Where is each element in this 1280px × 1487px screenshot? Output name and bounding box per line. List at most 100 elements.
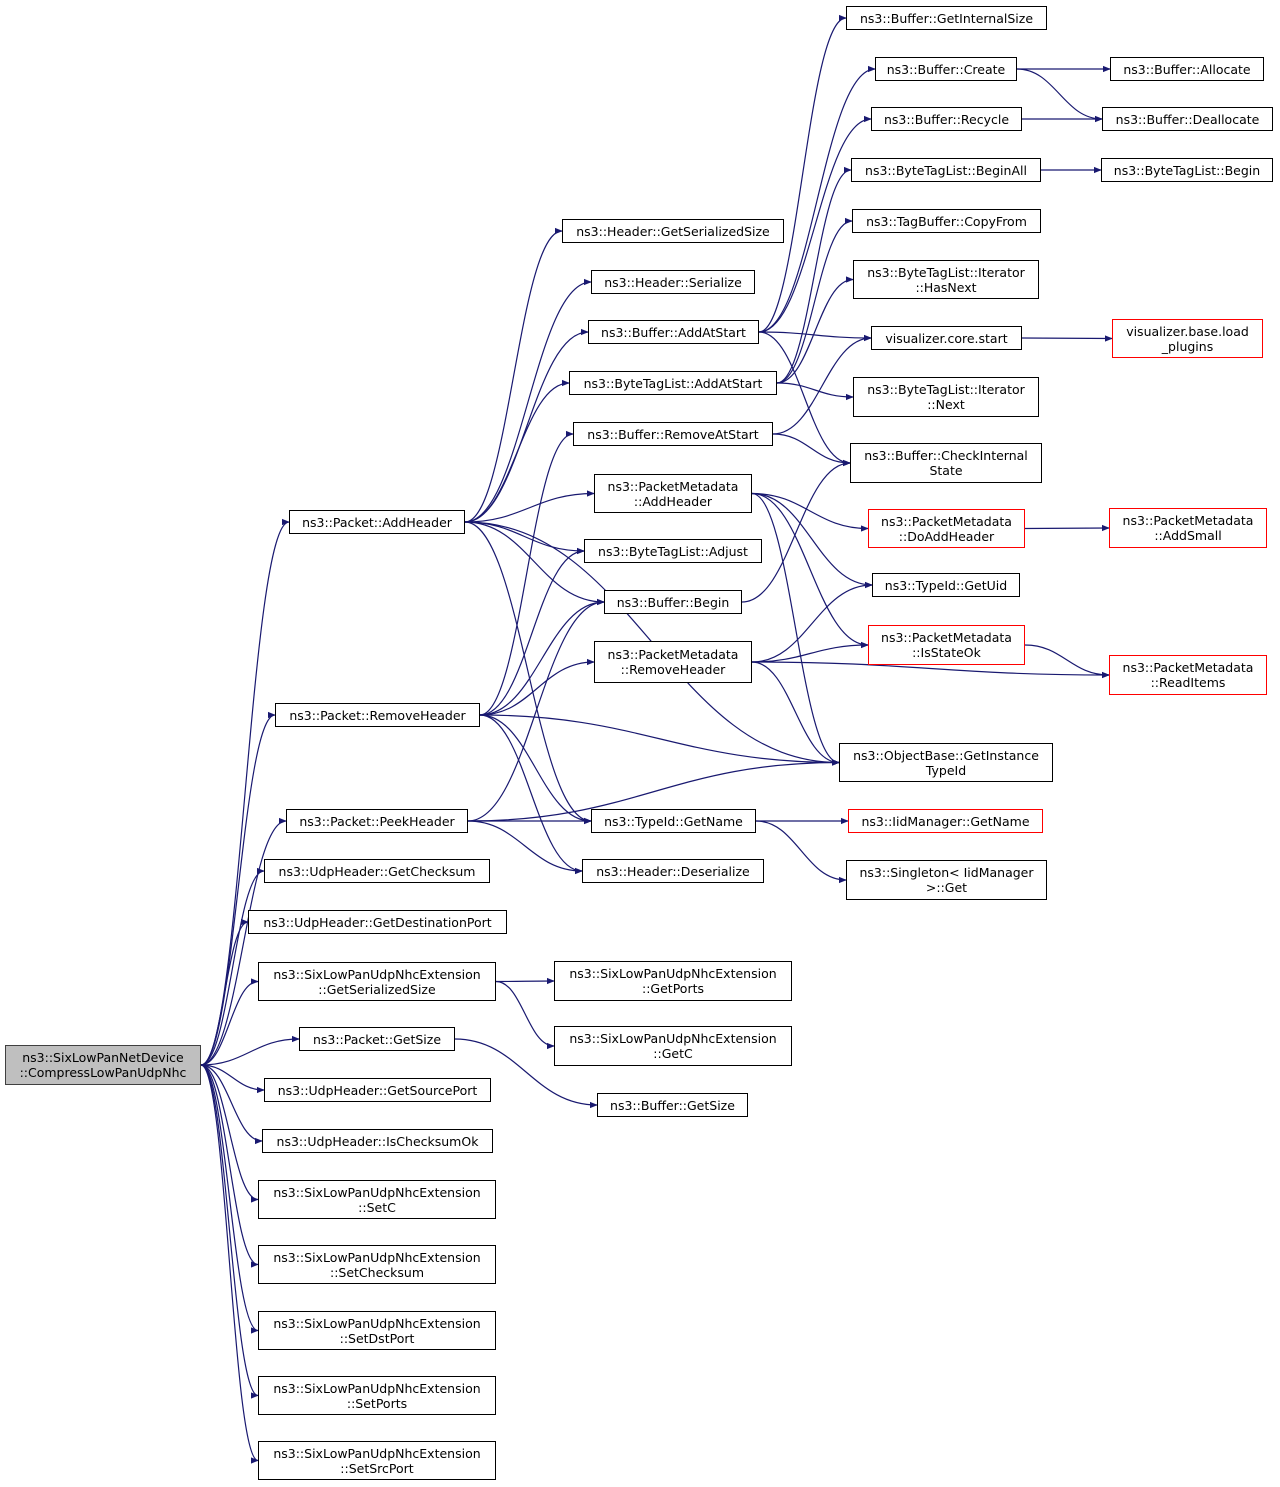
node-label-line: ns3::SixLowPanUdpNhcExtension	[273, 1445, 481, 1461]
node-label-line: ns3::Buffer::Deallocate	[1115, 111, 1260, 127]
node-buffer-allocate[interactable]: ns3::Buffer::Allocate	[1110, 57, 1264, 81]
node-label-line: ::ReadItems	[1150, 675, 1226, 690]
node-packetmetadata-addsmall[interactable]: ns3::PacketMetadata::AddSmall	[1109, 508, 1267, 548]
node-label-line: ns3::Packet::PeekHeader	[299, 813, 455, 829]
node-label-line: ns3::PacketMetadata	[607, 478, 739, 494]
node-label-line: ns3::PacketMetadata	[607, 647, 739, 662]
node-label-line: ns3::TypeId::GetName	[604, 813, 743, 829]
edge-packet_getsize-to-buffer_getsize	[454, 1038, 598, 1109]
node-packetmetadata-isstateok[interactable]: ns3::PacketMetadata::IsStateOk	[868, 625, 1025, 665]
node-packet-peekheader[interactable]: ns3::Packet::PeekHeader	[286, 809, 468, 833]
node-typeid-getuid[interactable]: ns3::TypeId::GetUid	[872, 573, 1020, 597]
node-udpheader-getsourceport[interactable]: ns3::UdpHeader::GetSourcePort	[264, 1078, 491, 1102]
node-udpheader-getchecksum[interactable]: ns3::UdpHeader::GetChecksum	[264, 859, 490, 883]
node-buffer-begin[interactable]: ns3::Buffer::Begin	[604, 590, 742, 614]
node-buffer-create[interactable]: ns3::Buffer::Create	[875, 57, 1017, 81]
edge-root-to-packet_removeheader	[200, 711, 276, 1066]
node-udpheader-getdestinationport[interactable]: ns3::UdpHeader::GetDestinationPort	[248, 910, 507, 934]
node-label-line: ::IsStateOk	[912, 645, 981, 660]
edge-pm_isstateok-to-pm_readitems	[1024, 644, 1110, 679]
node-typeid-getname[interactable]: ns3::TypeId::GetName	[591, 809, 756, 833]
node-bytetaglist-begin[interactable]: ns3::ByteTagList::Begin	[1101, 158, 1273, 182]
node-buffer-deallocate[interactable]: ns3::Buffer::Deallocate	[1102, 107, 1273, 131]
edge-packet_removeheader-to-bytetaglist_adjust	[479, 547, 585, 716]
node-visualizer-core-start[interactable]: visualizer.core.start	[871, 326, 1022, 350]
node-bytetaglist-iterator-next[interactable]: ns3::ByteTagList::Iterator::Next	[853, 377, 1039, 417]
node-label-line: TypeId	[925, 762, 967, 778]
node-root-compress-lowpan-udp-nhc: ns3::SixLowPanNetDevice::CompressLowPanU…	[5, 1045, 201, 1085]
node-packet-addheader[interactable]: ns3::Packet::AddHeader	[289, 510, 465, 534]
node-label-line: ns3::TagBuffer::CopyFrom	[866, 213, 1027, 229]
node-nhc-setsrcport[interactable]: ns3::SixLowPanUdpNhcExtension::SetSrcPor…	[258, 1441, 496, 1480]
edge-buffer_addatstart-to-visualizer_core_start	[758, 331, 872, 342]
node-nhc-setc[interactable]: ns3::SixLowPanUdpNhcExtension::SetC	[258, 1180, 496, 1219]
node-nhc-getserializedsize[interactable]: ns3::SixLowPanUdpNhcExtension::GetSerial…	[258, 962, 496, 1001]
node-udpheader-ischecksumok[interactable]: ns3::UdpHeader::IsChecksumOk	[262, 1129, 493, 1153]
node-bytetaglist-iterator-hasnext[interactable]: ns3::ByteTagList::Iterator::HasNext	[853, 260, 1039, 299]
edge-bytetaglist_addatstart-to-iterator_hasnext	[776, 276, 854, 384]
edge-packet_removeheader-to-pm_removeheader	[479, 658, 595, 716]
node-packet-removeheader[interactable]: ns3::Packet::RemoveHeader	[275, 703, 480, 727]
node-nhc-getports[interactable]: ns3::SixLowPanUdpNhcExtension::GetPorts	[554, 961, 792, 1001]
node-packetmetadata-removeheader[interactable]: ns3::PacketMetadata::RemoveHeader	[594, 641, 752, 683]
edge-typeid_getname-to-singleton_get	[755, 820, 847, 884]
edge-packet_addheader-to-header_getserializedsize	[464, 227, 563, 523]
node-buffer-getinternalsize[interactable]: ns3::Buffer::GetInternalSize	[846, 6, 1047, 30]
node-header-getserializedsize[interactable]: ns3::Header::GetSerializedSize	[562, 219, 784, 243]
node-singleton-iidmanager-get[interactable]: ns3::Singleton< IidManager>::Get	[846, 860, 1047, 900]
node-header-deserialize[interactable]: ns3::Header::Deserialize	[582, 859, 764, 883]
node-label-line: ns3::UdpHeader::GetChecksum	[278, 863, 476, 879]
node-label-line: ns3::ByteTagList::AddAtStart	[583, 375, 763, 391]
edge-pm_addheader-to-typeid_getuid	[751, 492, 873, 589]
node-bytetaglist-adjust[interactable]: ns3::ByteTagList::Adjust	[584, 539, 762, 563]
node-label-line: ::AddHeader	[633, 493, 713, 509]
node-visualizer-base-load-plugins[interactable]: visualizer.base.load_plugins	[1112, 319, 1263, 358]
edge-bytetaglist_addatstart-to-tagbuffer_copyfrom	[776, 217, 853, 384]
node-label-line: ns3::ObjectBase::GetInstance	[853, 747, 1039, 763]
edge-pm_removeheader-to-objectbase_getinstancetypeid	[751, 661, 840, 766]
node-iidmanager-getname[interactable]: ns3::IidManager::GetName	[848, 809, 1043, 833]
node-nhc-getc[interactable]: ns3::SixLowPanUdpNhcExtension::GetC	[554, 1026, 792, 1066]
node-label-line: ns3::Packet::GetSize	[312, 1031, 442, 1047]
node-label-line: ns3::SixLowPanUdpNhcExtension	[273, 1249, 481, 1265]
node-packet-getsize[interactable]: ns3::Packet::GetSize	[299, 1027, 455, 1051]
node-label-line: ::SetPorts	[346, 1395, 408, 1411]
node-label-line: ns3::TypeId::GetUid	[884, 577, 1008, 593]
node-nhc-setports[interactable]: ns3::SixLowPanUdpNhcExtension::SetPorts	[258, 1376, 496, 1415]
node-packetmetadata-readitems[interactable]: ns3::PacketMetadata::ReadItems	[1109, 655, 1267, 695]
node-packetmetadata-doaddheader[interactable]: ns3::PacketMetadata::DoAddHeader	[868, 509, 1025, 548]
node-label-line: ::HasNext	[915, 279, 977, 295]
node-buffer-recycle[interactable]: ns3::Buffer::Recycle	[871, 107, 1022, 131]
node-label-line: ::GetPorts	[642, 981, 704, 996]
node-nhc-setchecksum[interactable]: ns3::SixLowPanUdpNhcExtension::SetChecks…	[258, 1245, 496, 1284]
node-bytetaglist-beginall[interactable]: ns3::ByteTagList::BeginAll	[851, 158, 1041, 182]
node-label-line: ns3::Buffer::Create	[886, 61, 1006, 77]
node-label-line: ns3::SixLowPanUdpNhcExtension	[569, 1031, 777, 1046]
node-label-line: ns3::ByteTagList::Begin	[1113, 162, 1261, 178]
edge-packet_removeheader-to-buffer_removeatstart	[479, 430, 574, 716]
node-tagbuffer-copyfrom[interactable]: ns3::TagBuffer::CopyFrom	[852, 209, 1041, 233]
node-nhc-setdstport[interactable]: ns3::SixLowPanUdpNhcExtension::SetDstPor…	[258, 1311, 496, 1350]
node-label-line: ::SetSrcPort	[340, 1460, 414, 1476]
edge-buffer_addatstart-to-buffer_getinternalsize	[758, 14, 847, 333]
node-buffer-removeatstart[interactable]: ns3::Buffer::RemoveAtStart	[573, 422, 773, 446]
edge-packet_removeheader-to-objectbase_getinstancetypeid	[479, 714, 840, 766]
node-buffer-getsize[interactable]: ns3::Buffer::GetSize	[597, 1093, 748, 1117]
edge-pm_removeheader-to-pm_readitems	[751, 661, 1110, 679]
node-label-line: ns3::IidManager::GetName	[861, 813, 1030, 829]
node-packetmetadata-addheader[interactable]: ns3::PacketMetadata::AddHeader	[594, 474, 752, 513]
node-buffer-addatstart[interactable]: ns3::Buffer::AddAtStart	[588, 320, 759, 344]
node-header-serialize[interactable]: ns3::Header::Serialize	[591, 270, 755, 294]
edge-bytetaglist_addatstart-to-bytetaglist_beginall	[776, 166, 852, 384]
node-label-line: ::SetDstPort	[339, 1330, 415, 1346]
edge-root-to-nhc_setc	[200, 1064, 259, 1203]
edge-packet_addheader-to-buffer_addatstart	[464, 328, 589, 523]
edge-packet_peekheader-to-buffer_begin	[467, 598, 605, 822]
node-bytetaglist-addatstart[interactable]: ns3::ByteTagList::AddAtStart	[569, 371, 777, 395]
edge-root-to-packet_peekheader	[200, 817, 287, 1066]
edge-root-to-nhc_setsrcport	[200, 1064, 259, 1464]
node-label-line: ns3::PacketMetadata	[1122, 513, 1254, 528]
